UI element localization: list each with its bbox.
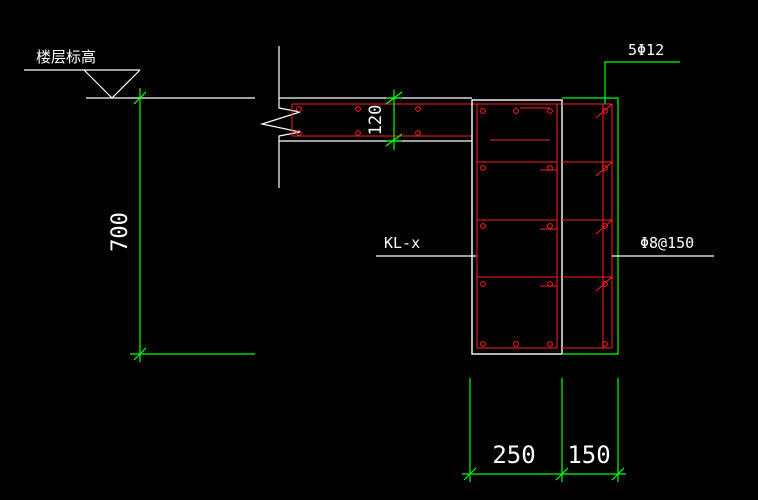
slab-outline bbox=[279, 97, 472, 142]
extension-width-value: 150 bbox=[567, 441, 610, 469]
stirrups-label: Φ8@150 bbox=[640, 234, 694, 252]
beam-width-value: 250 bbox=[492, 441, 535, 469]
elevation-triangle-icon bbox=[24, 69, 255, 99]
beam-id-label: KL-x bbox=[384, 234, 420, 252]
break-line-icon bbox=[259, 46, 301, 188]
beam-outline bbox=[471, 99, 563, 355]
beam-depth-dimension bbox=[130, 88, 255, 362]
slab-reinforcement bbox=[291, 103, 612, 141]
slab-thickness-value: 120 bbox=[366, 105, 386, 136]
beam-reinforcement bbox=[476, 103, 613, 349]
extension-outline bbox=[562, 97, 619, 355]
top-bars-leader bbox=[604, 61, 680, 104]
top-bars-label: 5Φ12 bbox=[628, 41, 664, 59]
floor-elevation-label: 楼层标高 bbox=[36, 48, 96, 66]
slab-thickness-dimension bbox=[385, 90, 403, 150]
width-dimensions bbox=[462, 378, 626, 482]
beam-depth-value: 700 bbox=[108, 212, 133, 252]
